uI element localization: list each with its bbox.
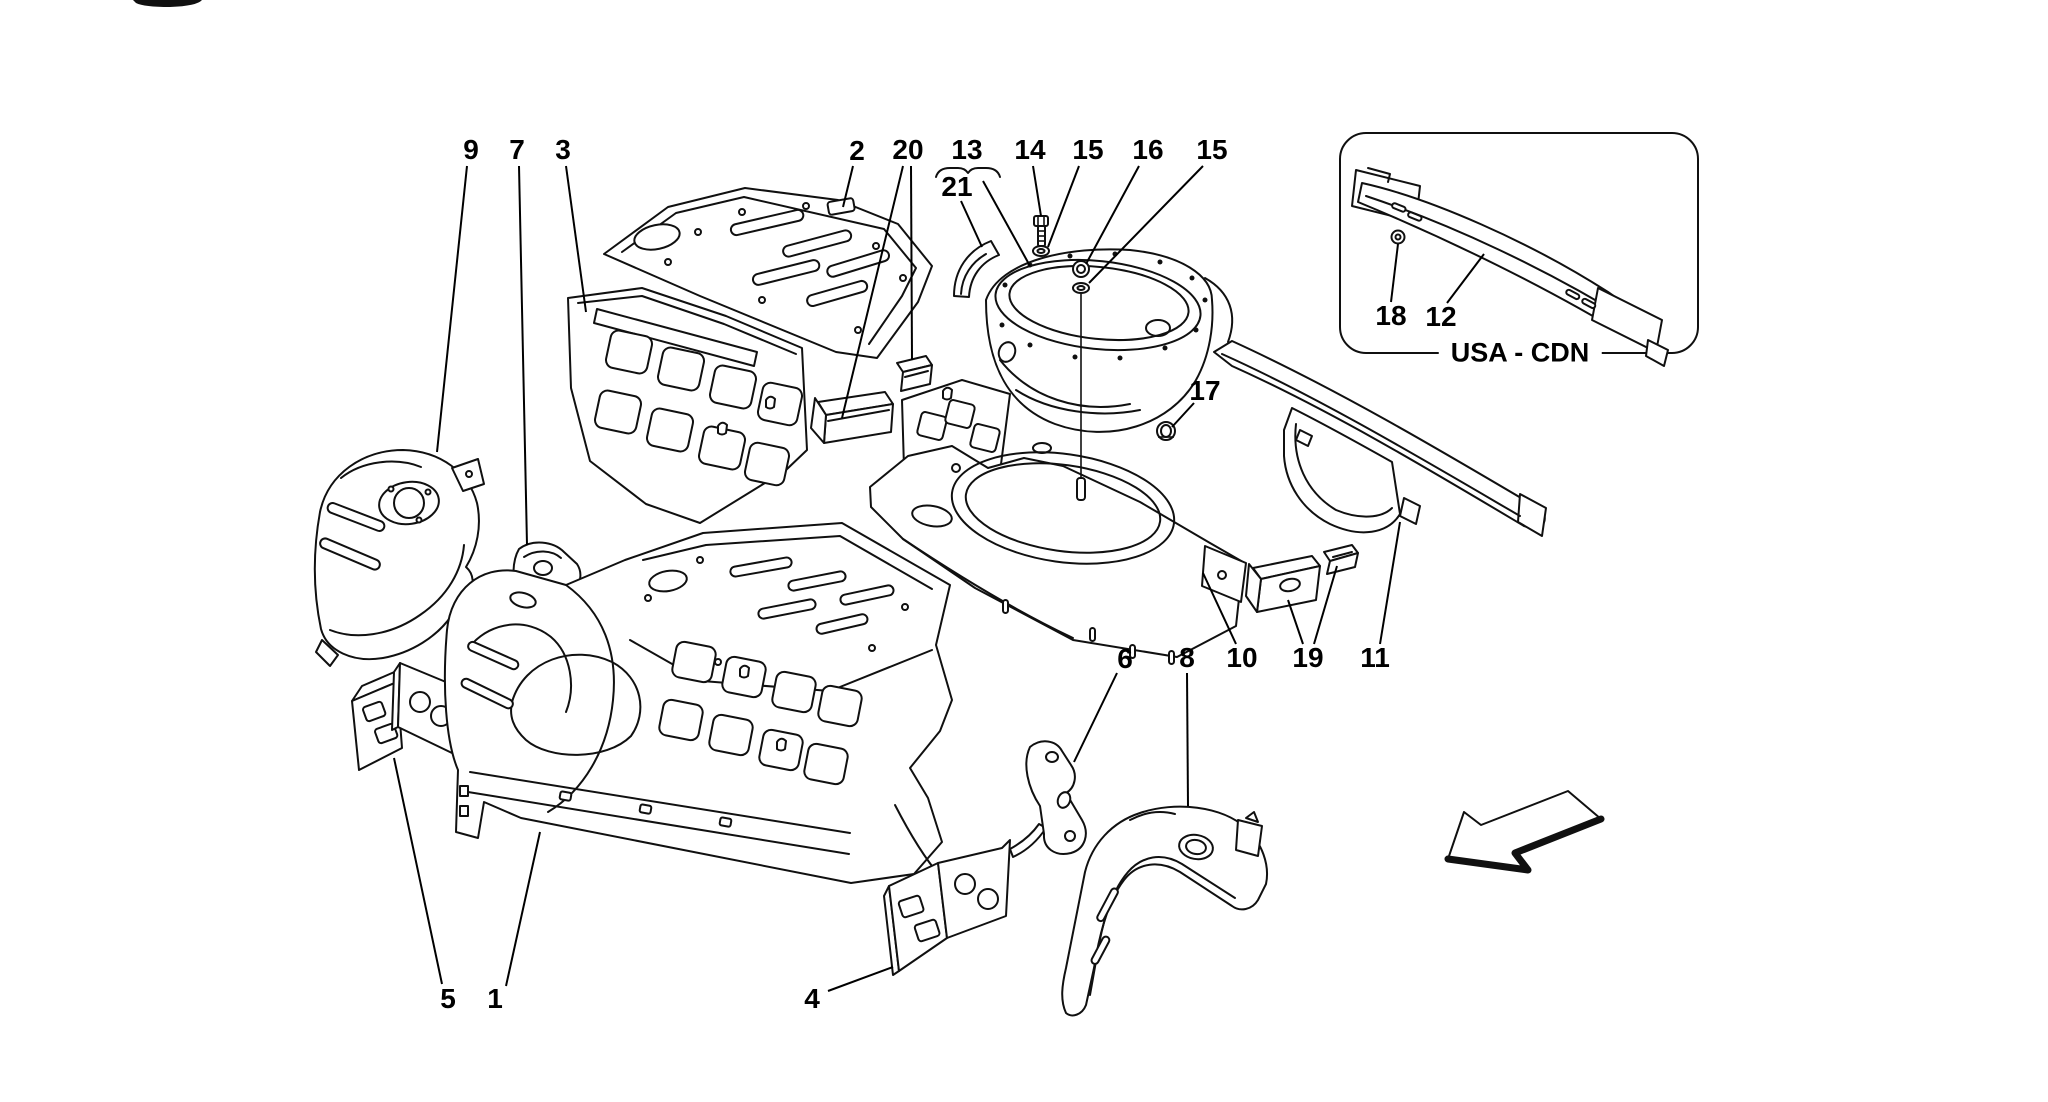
callout-label-19: 19 bbox=[1292, 642, 1324, 673]
leader-line-17 bbox=[1171, 402, 1195, 428]
part-sill-rail-short bbox=[896, 355, 933, 392]
part-parcel-shelf bbox=[603, 187, 933, 359]
callout-label-17: 17 bbox=[1189, 375, 1221, 406]
callout-label-21: 21 bbox=[941, 171, 973, 202]
leader-line-14 bbox=[1032, 165, 1042, 217]
callout-label-14: 14 bbox=[1014, 134, 1046, 165]
washer-15-lower bbox=[1072, 282, 1090, 294]
callout-label-9: 9 bbox=[463, 134, 479, 165]
callout-label-15b: 15 bbox=[1196, 134, 1228, 165]
leader-line-20 bbox=[841, 165, 904, 419]
part-rear-structure-assembly bbox=[443, 522, 953, 884]
callout-label-4: 4 bbox=[804, 983, 820, 1014]
leader-line-7 bbox=[518, 165, 528, 546]
assembly-axis-lines bbox=[1032, 294, 1086, 501]
callout-label-13: 13 bbox=[951, 134, 983, 165]
leader-line-18 bbox=[1390, 243, 1399, 303]
part-left-wheelhouse bbox=[313, 449, 485, 667]
leader-line-4 bbox=[827, 966, 894, 992]
leader-line-10 bbox=[1202, 572, 1237, 645]
inset-caption-usa-cdn: USA - CDN bbox=[1438, 337, 1602, 369]
callout-label-1: 1 bbox=[487, 983, 503, 1014]
leader-line-12 bbox=[1446, 253, 1485, 304]
leader-line-15b bbox=[1088, 165, 1204, 284]
leader-line-1 bbox=[505, 831, 541, 987]
part-right-wheelhouse bbox=[1061, 805, 1268, 1017]
leader-line-15a bbox=[1047, 165, 1080, 248]
leader-line-5 bbox=[393, 757, 443, 985]
callout-label-11: 11 bbox=[1360, 642, 1390, 673]
callout-label-8: 8 bbox=[1179, 642, 1195, 673]
part-rail-19-clip bbox=[1323, 544, 1359, 575]
scan-smudge bbox=[133, 0, 202, 7]
part-bumper-beam-12 bbox=[1351, 167, 1669, 367]
callout-label-12: 12 bbox=[1425, 301, 1457, 332]
leader-line-11 bbox=[1379, 521, 1401, 645]
nut-16 bbox=[1072, 260, 1090, 278]
callout-label-18: 18 bbox=[1375, 300, 1407, 331]
part-bracket-5 bbox=[351, 662, 459, 771]
callout-label-3: 3 bbox=[555, 134, 571, 165]
part-bulkhead-panel bbox=[567, 287, 808, 524]
leader-line-6 bbox=[1073, 672, 1118, 763]
leader-line-2 bbox=[842, 165, 854, 208]
brace-13-21 bbox=[935, 167, 1001, 178]
leader-lines bbox=[393, 165, 1485, 992]
leader-line-16 bbox=[1085, 165, 1140, 265]
callout-label-15a: 15 bbox=[1072, 134, 1104, 165]
part-seal-strip bbox=[953, 240, 1000, 298]
leader-line-21 bbox=[960, 200, 983, 248]
leader-line-8 bbox=[1186, 672, 1189, 807]
callout-label-6: 6 bbox=[1117, 643, 1133, 674]
part-bracket-4 bbox=[883, 839, 1011, 976]
leader-line-20 bbox=[910, 165, 913, 361]
callout-label-5: 5 bbox=[440, 983, 456, 1014]
direction-arrow-icon bbox=[1444, 790, 1605, 874]
part-sill-rail-long bbox=[810, 391, 894, 444]
part-rear-floor-pan bbox=[869, 379, 1247, 665]
callout-label-7: 7 bbox=[509, 134, 525, 165]
part-bracket-6 bbox=[1009, 740, 1087, 858]
washer-15-upper bbox=[1032, 245, 1050, 257]
callout-label-16: 16 bbox=[1132, 134, 1164, 165]
callout-label-2: 2 bbox=[849, 135, 865, 166]
leader-line-13 bbox=[982, 180, 1031, 267]
part-rear-panel bbox=[1213, 340, 1547, 537]
bolt-14 bbox=[1033, 215, 1049, 247]
leader-line-3 bbox=[565, 165, 587, 313]
grommet-17 bbox=[1156, 421, 1176, 441]
grommet-18 bbox=[1390, 229, 1406, 245]
part-rail-19-long bbox=[1245, 555, 1321, 613]
leader-line-19 bbox=[1287, 599, 1304, 645]
callout-label-10: 10 bbox=[1226, 642, 1258, 673]
callout-label-20: 20 bbox=[892, 134, 924, 165]
part-spare-wheel-tub bbox=[985, 248, 1234, 433]
leader-line-19 bbox=[1313, 565, 1338, 645]
leader-line-9 bbox=[436, 165, 468, 453]
